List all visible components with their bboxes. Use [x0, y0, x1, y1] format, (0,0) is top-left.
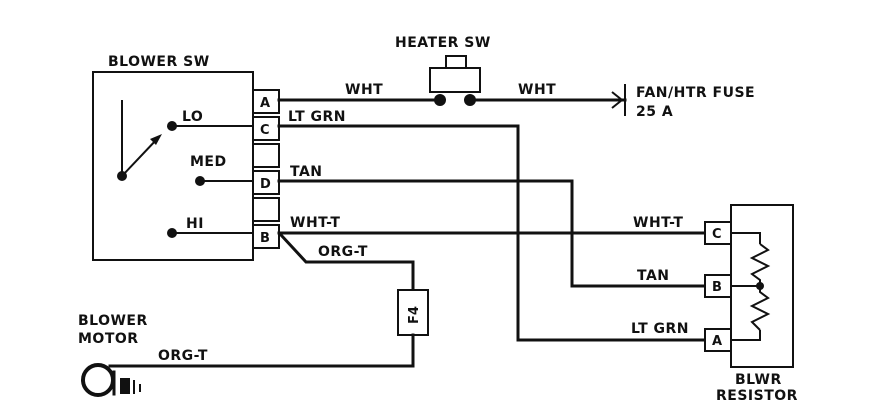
blower-switch: BLOWER SW LO MED HI A C D B [92, 54, 280, 261]
wire-tan-label: TAN [290, 164, 323, 180]
wire-wht-a-label: WHT [345, 82, 383, 98]
resistor-pin-a-label: A [712, 334, 722, 349]
resistor-lead-c [731, 232, 761, 244]
heater-switch: HEATER SW [395, 35, 491, 106]
lo-label: LO [182, 109, 203, 125]
blower-switch-pin-c [252, 116, 280, 141]
fuse-arrow-icon [611, 91, 624, 109]
wire-lt-grn-resistor-label: LT GRN [631, 321, 689, 337]
wire-wht-fuse-label: WHT [518, 82, 556, 98]
heater-switch-title: HEATER SW [395, 35, 491, 51]
blower-switch-pin-empty-2 [252, 197, 280, 222]
fuse-label: FAN/HTR FUSE [636, 85, 755, 101]
resistor-pin-b-label: B [712, 280, 722, 295]
resistor-junction [756, 282, 764, 290]
resistor-element-lower [749, 286, 771, 331]
blower-switch-pin-b [252, 224, 280, 249]
blower-motor-title-1: BLOWER [78, 313, 148, 329]
wire-org-t-upper-label: ORG-T [318, 244, 368, 260]
wire-org-t-upper [278, 232, 415, 292]
inline-fuse-f4: F4 [397, 289, 429, 336]
blower-motor-icon [81, 363, 115, 397]
blower-switch-title: BLOWER SW [108, 54, 210, 70]
heater-switch-body [429, 67, 481, 93]
resistor-pin-c-label: C [712, 227, 722, 242]
fan-htr-fuse: FAN/HTR FUSE 25 A [636, 85, 755, 120]
wire-org-t-lower [108, 333, 415, 368]
blower-switch-pin-d-label: D [260, 177, 271, 192]
resistor-lead-a [731, 330, 761, 341]
wire-lt-grn-label: LT GRN [288, 109, 346, 125]
blower-motor: BLOWER MOTOR [78, 313, 148, 397]
wire-wht-t-label: WHT-T [290, 215, 340, 231]
blower-switch-pin-c-label: C [260, 123, 270, 138]
wire-wht-t-resistor-label: WHT-T [633, 215, 683, 231]
resistor-element-upper [749, 243, 771, 286]
motor-ground-block [120, 378, 130, 394]
wiper-pivot [117, 171, 127, 181]
blower-resistor: C B A BLWR RESISTOR [704, 204, 798, 400]
wire-tan-resistor-label: TAN [637, 268, 670, 284]
resistor-title-2: RESISTOR [716, 388, 798, 400]
resistor-title-1: BLWR [735, 372, 782, 388]
med-label: MED [190, 154, 227, 170]
blower-motor-title-2: MOTOR [78, 331, 139, 347]
wiper-arrow-icon [150, 134, 162, 145]
wire-org-t-lower-label: ORG-T [158, 348, 208, 364]
heater-switch-button [445, 55, 467, 69]
blower-switch-pin-a-label: A [260, 96, 270, 111]
blower-switch-wiper [121, 137, 159, 177]
fuse-rating: 25 A [636, 104, 673, 120]
blower-switch-pin-empty-1 [252, 143, 280, 168]
inline-fuse-label: F4 [407, 306, 422, 324]
hi-label: HI [186, 216, 204, 232]
inline-fuse-body [397, 289, 429, 336]
blower-switch-pin-b-label: B [260, 231, 270, 246]
